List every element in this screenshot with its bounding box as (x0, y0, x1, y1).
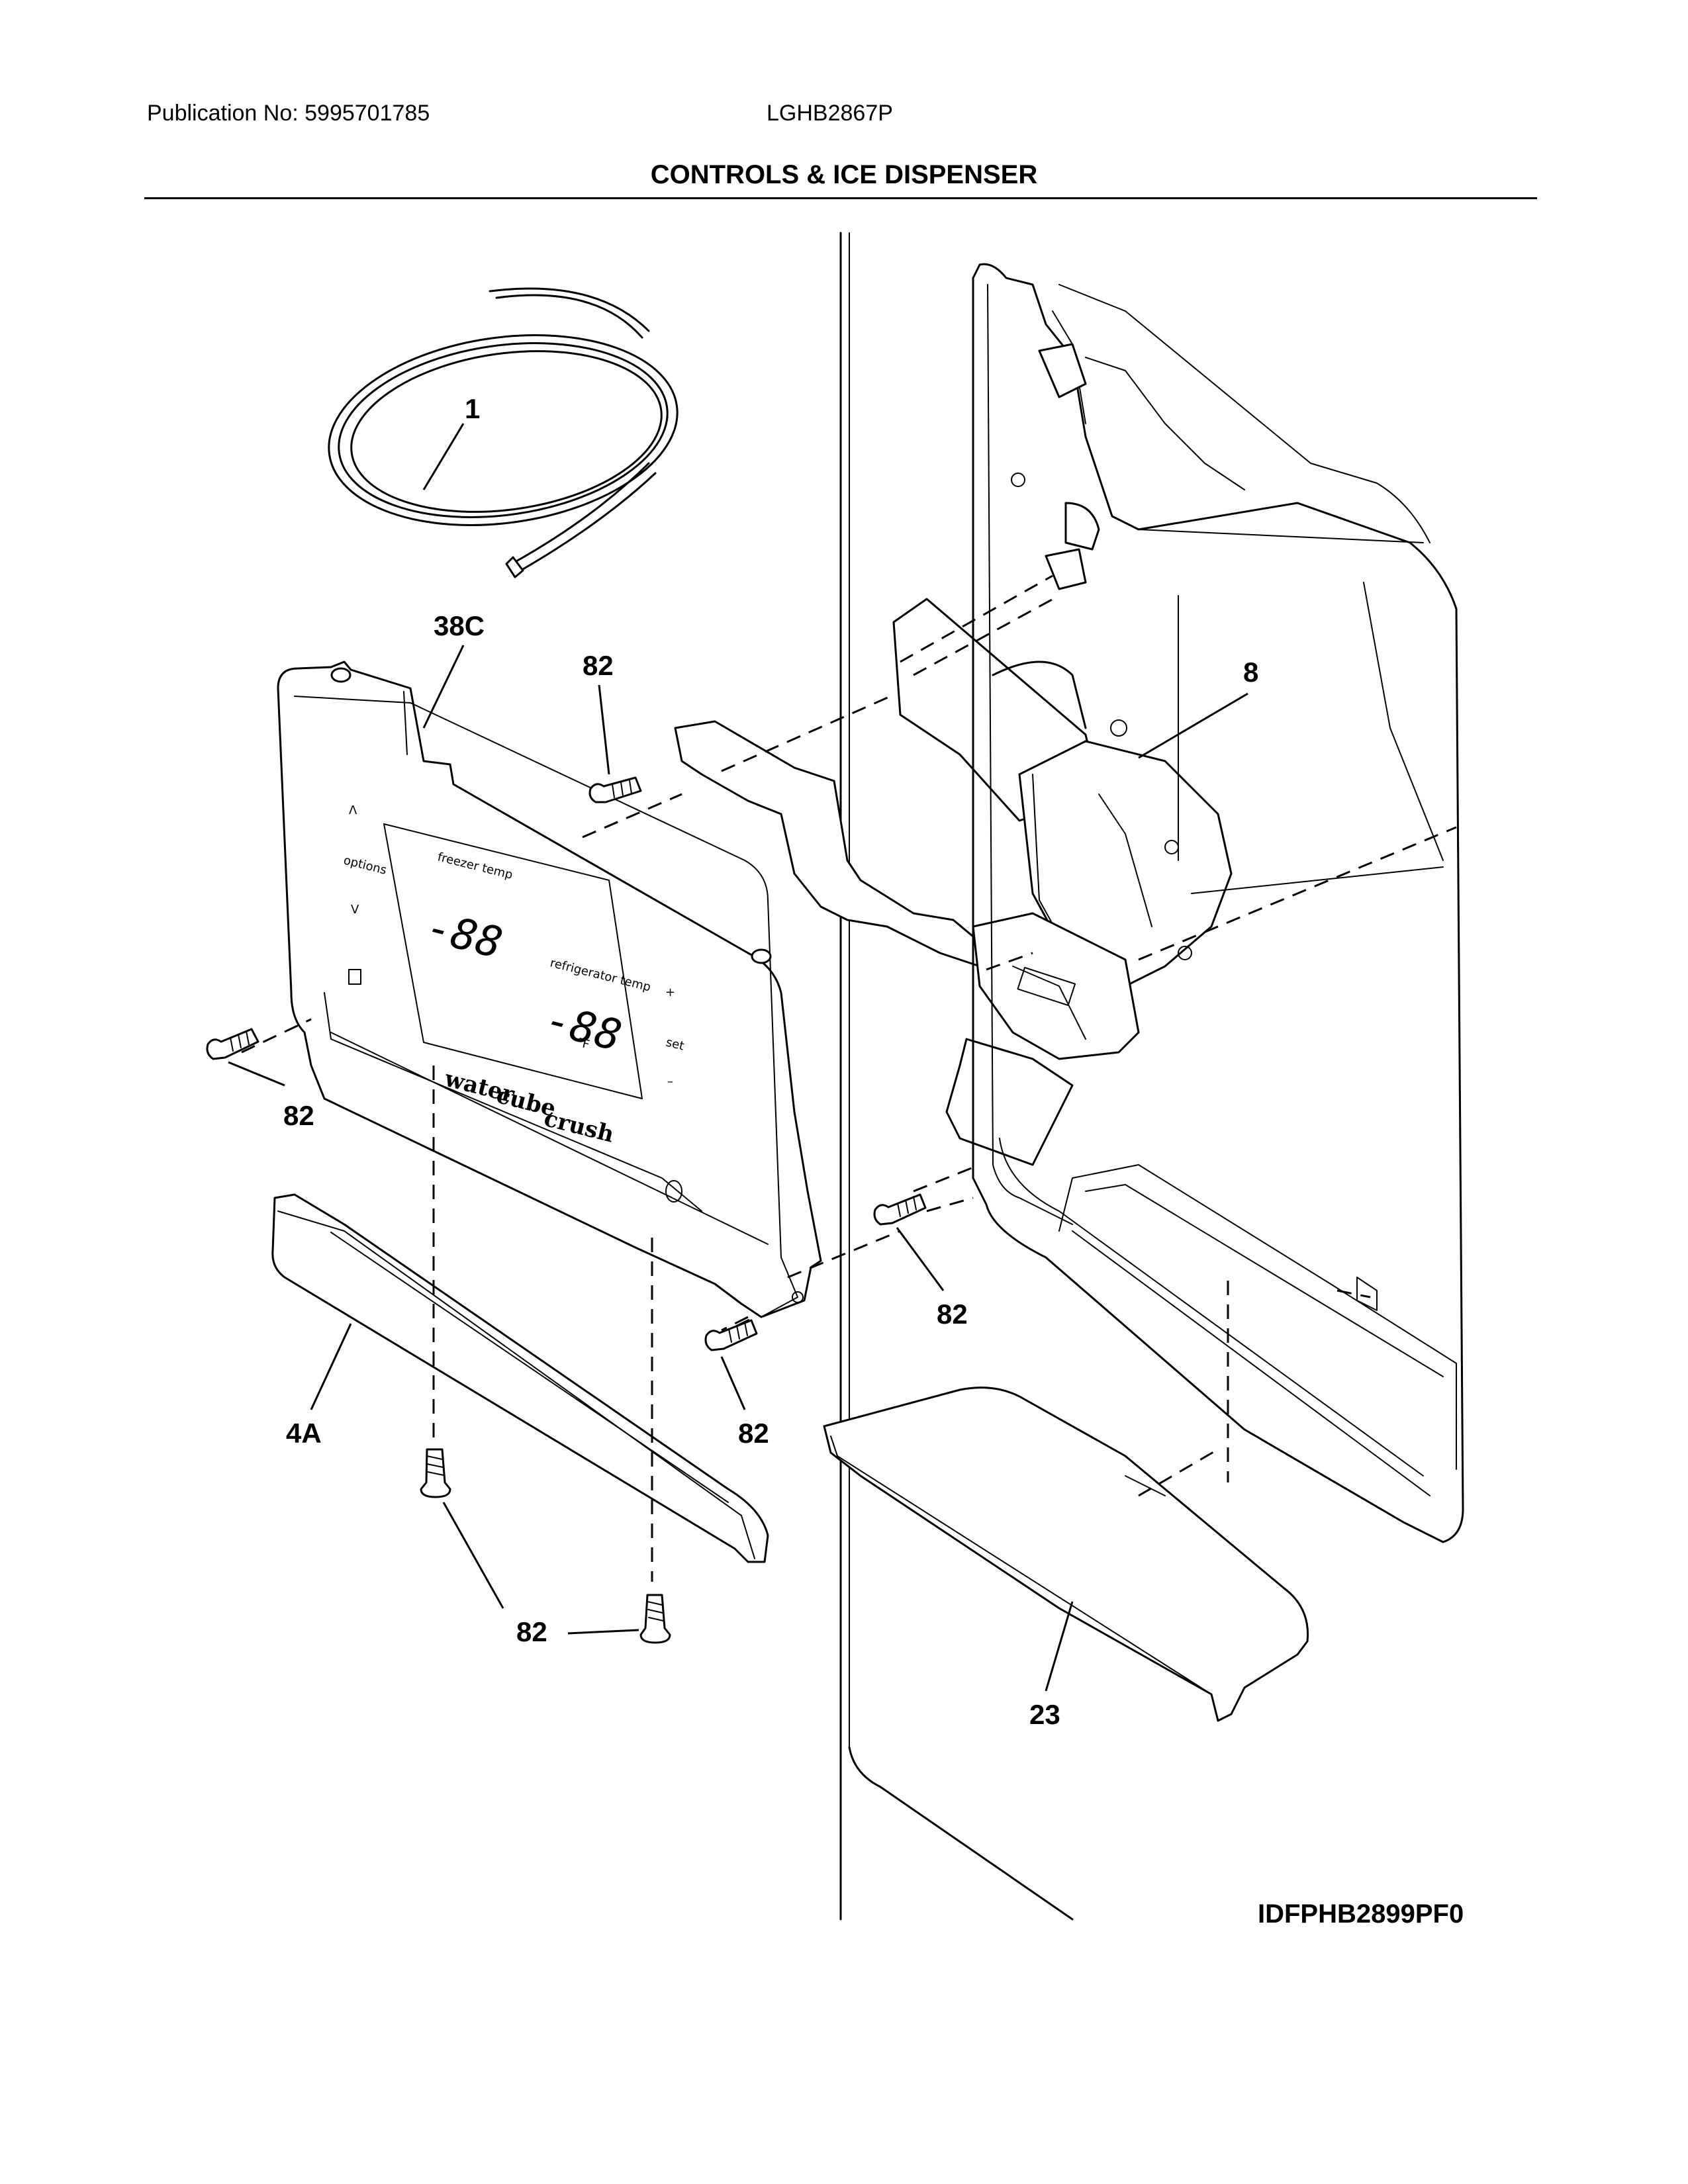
leader-4A (310, 1323, 352, 1410)
leader-8 (1138, 692, 1248, 759)
leader-1 (422, 423, 465, 490)
label-drip-tray: 23 (1029, 1699, 1060, 1730)
screw-bottom-left (420, 1448, 451, 1498)
label-control-panel: 38C (434, 610, 485, 641)
door-liner (972, 263, 1464, 1543)
screw-bottom-right (639, 1594, 671, 1644)
drip-tray (823, 1387, 1309, 1722)
door-edge-lines (839, 232, 1074, 1921)
model-number: LGHB2867P (767, 101, 893, 126)
label-tubing: 1 (465, 393, 480, 424)
label-screw-center: 82 (738, 1418, 769, 1449)
screw-left (206, 1028, 259, 1060)
publication-number: Publication No: 5995701785 (147, 101, 430, 126)
display-window (383, 823, 643, 1099)
label-screw-right: 82 (937, 1298, 968, 1330)
label-ice-dispenser: 8 (1243, 657, 1258, 688)
leader-82-top (598, 684, 610, 775)
plus-glyph: + (665, 985, 675, 999)
label-screw-left: 82 (283, 1100, 314, 1131)
trim-bar (271, 1193, 769, 1563)
screw-right (873, 1193, 927, 1226)
dispenser-display-window (1017, 967, 1076, 1007)
leader-82-bottom-b (567, 1629, 639, 1635)
lock-icon (348, 969, 361, 985)
screw-center (704, 1319, 758, 1351)
arrow-up-glyph: Λ (349, 803, 357, 817)
label-screw-bottom: 82 (516, 1616, 547, 1647)
leader-82-right (896, 1227, 945, 1291)
header-rule (144, 197, 1537, 199)
control-panel-housing (277, 660, 822, 1318)
tubing-coil (328, 287, 679, 578)
screw-top (588, 776, 642, 803)
diagram-code: IDFPHB2899PF0 (1258, 1899, 1464, 1929)
leader-82-center (720, 1356, 746, 1410)
section-title: CONTROLS & ICE DISPENSER (650, 160, 1038, 189)
label-screw-top: 82 (583, 650, 614, 681)
water-drop-icon (665, 1180, 682, 1203)
alignment-dashes (241, 574, 1457, 1582)
temp-unit: °F (575, 1035, 591, 1052)
label-trim-bar: 4A (286, 1418, 322, 1449)
arrow-down-glyph: V (351, 903, 359, 917)
minus-glyph: – (667, 1075, 673, 1089)
leader-82-bottom-a (442, 1502, 504, 1609)
leader-38C (422, 645, 465, 729)
leader-82-left (228, 1061, 285, 1087)
leader-23 (1045, 1601, 1074, 1692)
